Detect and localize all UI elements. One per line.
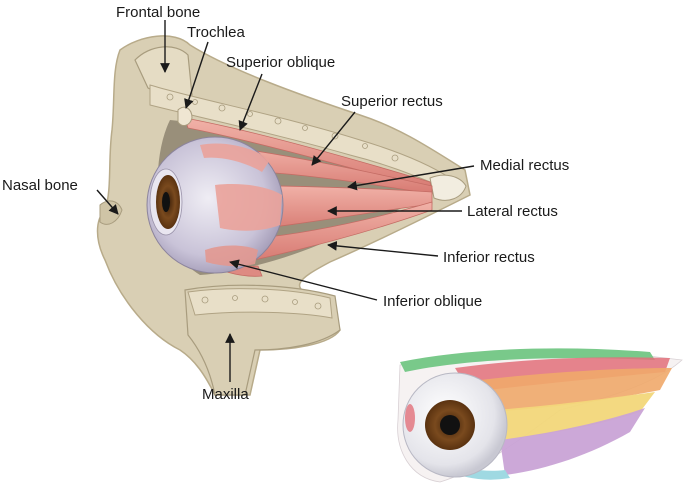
medial-rectus-label: Medial rectus <box>480 157 570 174</box>
inferior-oblique-arrow <box>229 259 378 301</box>
inset-orange-muscle <box>480 368 672 412</box>
inset-yellow-muscle <box>495 392 655 440</box>
frontal-bone-label: Frontal bone <box>116 4 201 21</box>
pupil <box>162 192 170 212</box>
medial-rectus-arrow <box>347 165 475 191</box>
inferior-oblique-label: Inferior oblique <box>383 293 483 310</box>
inferior-rectus-arrow <box>327 241 439 257</box>
nasal-bone-label: Nasal bone <box>2 177 78 194</box>
nasal-bone-arrow <box>96 189 119 215</box>
inferior-rectus-muscle <box>234 201 433 263</box>
inset-green-muscle <box>400 348 655 372</box>
maxilla-label: Maxilla <box>202 386 249 403</box>
trochlea-loop <box>177 106 193 126</box>
eyeball <box>146 136 284 274</box>
lateral-rectus-label: Lateral rectus <box>467 203 558 220</box>
trochlea-label: Trochlea <box>187 24 245 41</box>
inset-pupil <box>440 415 460 435</box>
superior-rectus-arrow <box>311 111 356 166</box>
inferior-rectus-label: Inferior rectus <box>443 249 535 266</box>
trochlea-arrow <box>184 41 209 109</box>
superior-rectus-label: Superior rectus <box>341 93 443 110</box>
superior-oblique-arrow <box>238 73 263 131</box>
inset-eye-illustration <box>397 348 683 483</box>
superior-oblique-label: Superior oblique <box>226 54 336 71</box>
inset-purple-muscle <box>500 408 645 475</box>
